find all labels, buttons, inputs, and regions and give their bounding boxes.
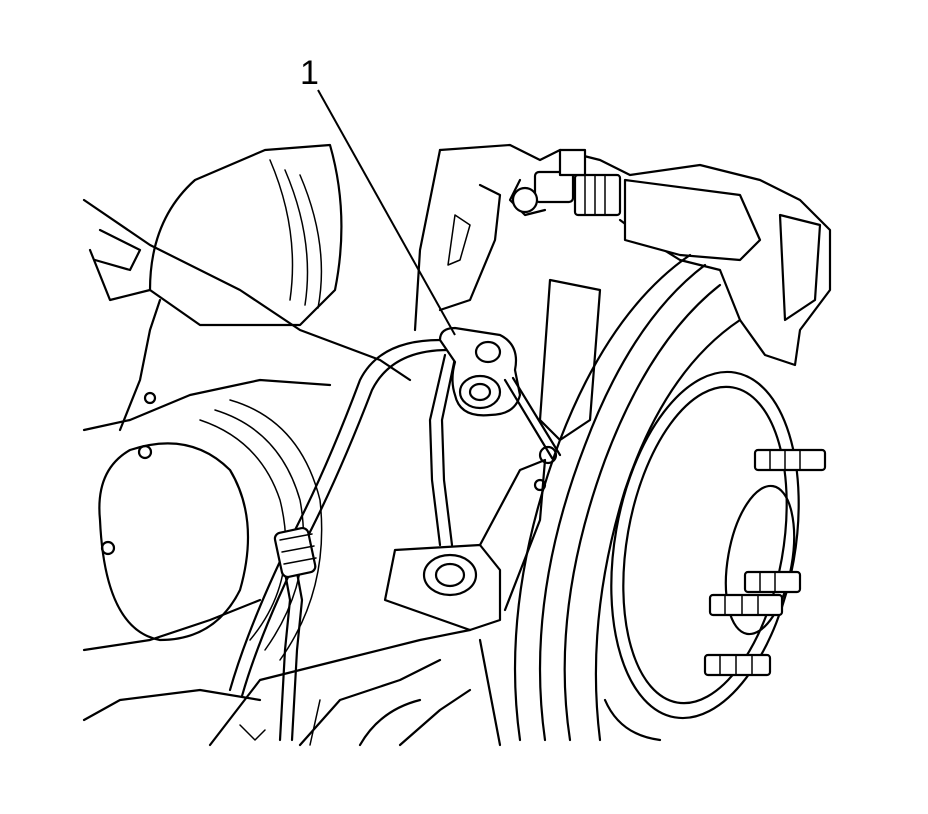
wheel-studs: [703, 448, 827, 677]
shock-absorber: [88, 143, 343, 327]
axle-housing: [82, 198, 412, 722]
wheel-stud: [753, 448, 827, 472]
brake-caliper: [413, 143, 832, 465]
bleeder-fitting: [533, 148, 622, 217]
wheel-stud: [743, 570, 802, 594]
wheel-stud: [703, 653, 772, 677]
wheel-speed-sensor: [438, 326, 562, 460]
lower-suspension: [208, 628, 502, 747]
callout-1: 1: [300, 54, 456, 336]
sensor-bracket: [383, 458, 547, 632]
sensor-harness: [273, 353, 457, 742]
callout-label: 1: [300, 54, 319, 92]
callout-leader-line: [317, 89, 456, 336]
wheel-stud: [708, 593, 784, 617]
brake-rotor: [513, 253, 742, 742]
brake-line: [118, 298, 450, 698]
wheel-hub: [603, 370, 800, 742]
